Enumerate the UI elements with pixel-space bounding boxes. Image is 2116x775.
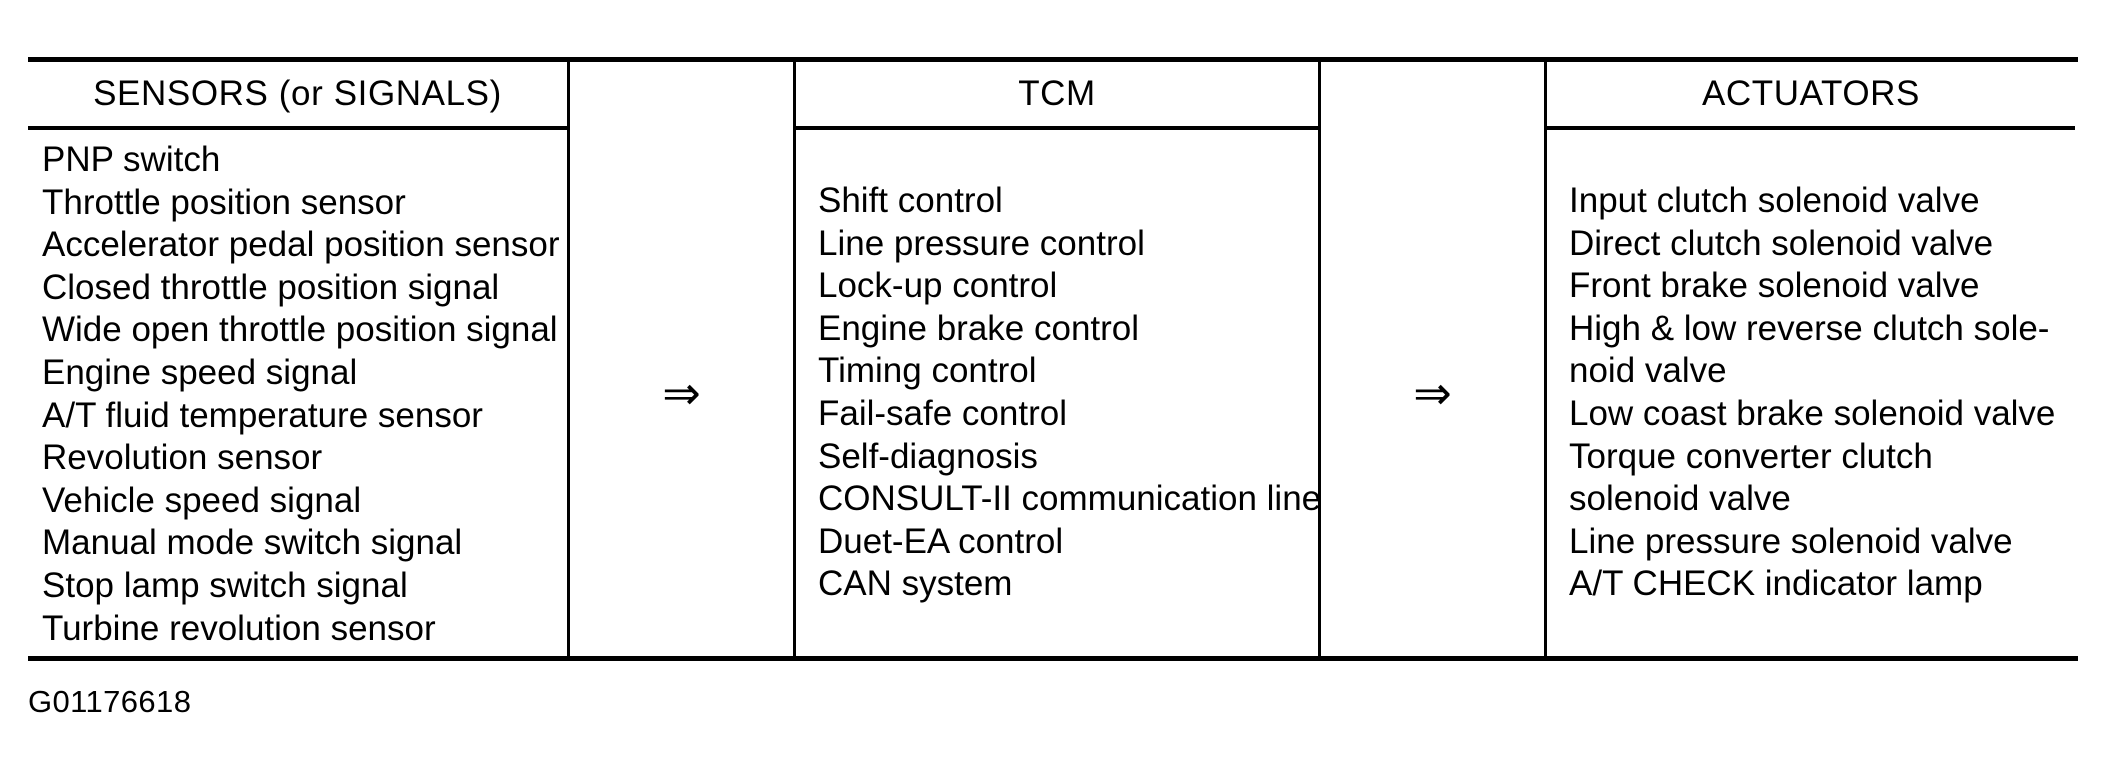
column-sensors: SENSORS (or SIGNALS) PNP switch Throttle…	[28, 62, 570, 656]
column-header-actuators: ACTUATORS	[1547, 62, 2075, 130]
list-item: Wide open throttle position signal	[42, 310, 558, 350]
column-header-arrow-b	[1321, 62, 1544, 130]
list-item: Direct clutch solenoid valve	[1569, 223, 1994, 263]
column-header-tcm-label: TCM	[1018, 74, 1096, 113]
list-item: Lock-up control	[818, 266, 1058, 306]
list-item: Front brake solenoid valve	[1569, 266, 1980, 306]
list-item: Fail-safe control	[818, 393, 1067, 433]
list-item: Accelerator pedal position sensor	[42, 225, 560, 265]
list-item: Duet-EA control	[818, 521, 1064, 561]
figure-caption: G01176618	[28, 684, 192, 719]
list-item: A/T fluid temperature sensor	[42, 395, 483, 435]
list-item: PNP switch	[42, 140, 221, 179]
column-body-tcm: Shift control Line pressure control Lock…	[796, 130, 1322, 606]
column-header-sensors: SENSORS (or SIGNALS)	[28, 62, 567, 130]
list-item: Torque converter clutch solenoid valve	[1569, 436, 1933, 519]
arrow-cell-a: ⇒	[570, 130, 793, 656]
list-item: CONSULT-II communication line	[818, 479, 1322, 519]
list-item: Line pressure control	[818, 223, 1145, 263]
column-arrow-tcm-to-actuators: ⇒	[1321, 62, 1547, 656]
column-header-arrow-a	[570, 62, 793, 130]
list-item: Turbine revolution sensor	[42, 608, 436, 648]
list-item: Low coast brake solenoid valve	[1569, 393, 2056, 433]
list-item: Manual mode switch signal	[42, 523, 463, 563]
list-item: Engine brake control	[818, 308, 1140, 348]
list-item: A/T CHECK indicator lamp	[1569, 564, 1983, 604]
arrow-cell-b: ⇒	[1321, 130, 1544, 656]
list-item: Timing control	[818, 351, 1037, 391]
column-header-sensors-label: SENSORS (or SIGNALS)	[93, 74, 502, 113]
column-body-sensors: PNP switch Throttle position sensor Acce…	[28, 130, 567, 650]
list-item: High & low reverse clutch sole-noid valv…	[1569, 308, 2050, 391]
list-item: Closed throttle position signal	[42, 267, 500, 307]
list-item: Vehicle speed signal	[42, 480, 362, 520]
list-item: Input clutch solenoid valve	[1569, 181, 1980, 220]
column-body-actuators: Input clutch solenoid valve Direct clutc…	[1547, 130, 2075, 606]
list-item: Engine speed signal	[42, 352, 358, 392]
list-item: Shift control	[818, 181, 1003, 220]
control-system-flow-table: SENSORS (or SIGNALS) PNP switch Throttle…	[28, 57, 2078, 661]
table-columns: SENSORS (or SIGNALS) PNP switch Throttle…	[28, 62, 2078, 656]
right-double-arrow-icon: ⇒	[662, 366, 701, 420]
list-item: Throttle position sensor	[42, 182, 406, 222]
column-header-tcm: TCM	[796, 62, 1318, 130]
list-item: Revolution sensor	[42, 438, 323, 478]
list-item: Stop lamp switch signal	[42, 565, 408, 605]
list-item: CAN system	[818, 564, 1013, 604]
list-item: Self-diagnosis	[818, 436, 1038, 476]
column-header-actuators-label: ACTUATORS	[1701, 74, 1920, 113]
column-arrow-sensors-to-tcm: ⇒	[570, 62, 796, 656]
right-double-arrow-icon: ⇒	[1413, 366, 1452, 420]
column-tcm: TCM Shift control Line pressure control …	[796, 62, 1321, 656]
list-item: Line pressure solenoid valve	[1569, 521, 2013, 561]
column-actuators: ACTUATORS Input clutch solenoid valve Di…	[1547, 62, 2075, 656]
